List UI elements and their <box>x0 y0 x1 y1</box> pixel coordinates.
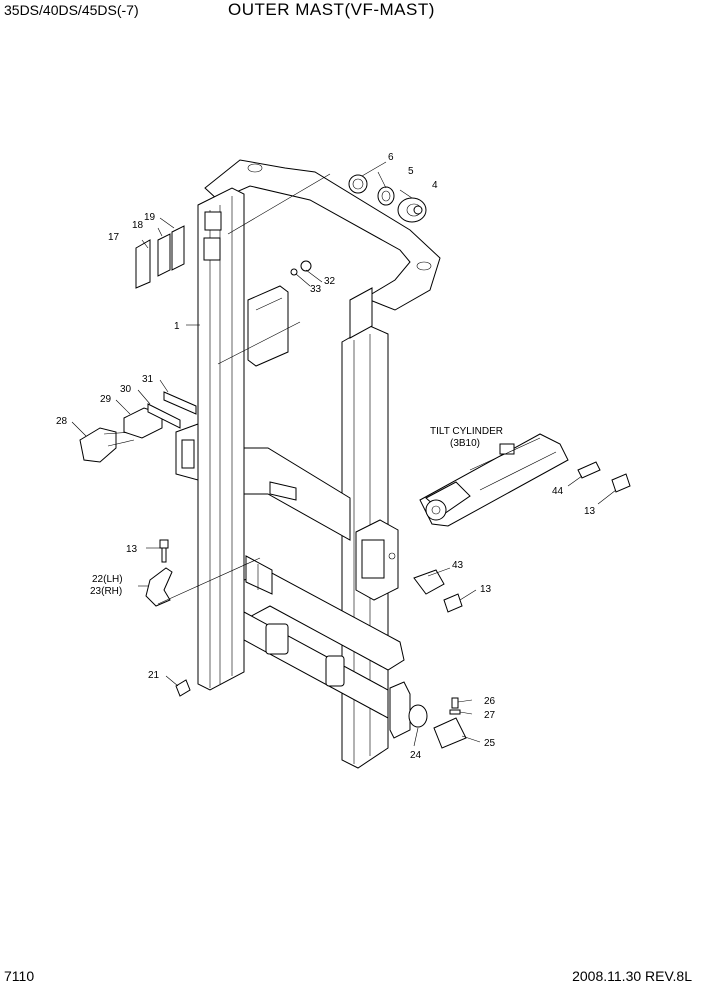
shim-30 <box>147 403 181 429</box>
tilt-cylinder <box>419 433 569 527</box>
tilt-cylinder-ref: (3B10) <box>450 438 480 449</box>
page-number: 7110 <box>4 968 35 984</box>
bearing-4 <box>397 197 427 223</box>
washer-27 <box>449 709 461 715</box>
callout-31: 31 <box>142 374 154 385</box>
pin-25 <box>433 717 467 749</box>
bolt-26 <box>451 697 459 709</box>
callout-13c: 13 <box>584 506 596 517</box>
callout-27: 27 <box>484 710 496 721</box>
block-29 <box>123 407 163 439</box>
callout-22: 22(LH) <box>92 574 123 585</box>
washer-5 <box>377 186 395 206</box>
callout-17: 17 <box>108 232 120 243</box>
callout-43: 43 <box>452 560 464 571</box>
clamp-28 <box>79 427 117 463</box>
page-title: OUTER MAST(VF-MAST) <box>228 0 435 19</box>
callout-5: 5 <box>408 166 414 177</box>
bolt-13-right <box>611 473 631 493</box>
callout-18: 18 <box>132 220 144 231</box>
grease-nipple-21 <box>175 679 191 697</box>
callout-21: 21 <box>148 670 160 681</box>
callout-13b: 13 <box>480 584 492 595</box>
callout-24: 24 <box>410 750 422 761</box>
bracket-17 <box>135 239 151 289</box>
bolt-13-left <box>159 539 169 563</box>
pin-43 <box>413 569 445 595</box>
bracket-22-23 <box>145 567 173 607</box>
nut-32 <box>300 260 312 272</box>
shim-31 <box>163 391 197 415</box>
callout-4: 4 <box>432 180 438 191</box>
callout-32: 32 <box>324 276 336 287</box>
callout-1: 1 <box>174 321 180 332</box>
callout-6: 6 <box>388 152 394 163</box>
plate-19 <box>171 225 185 271</box>
tilt-cylinder-label: TILT CYLINDER <box>430 426 503 437</box>
washer-33 <box>290 268 298 276</box>
callout-26: 26 <box>484 696 496 707</box>
revision-date: 2008.11.30 REV.8L <box>572 968 692 984</box>
callout-44: 44 <box>552 486 564 497</box>
pin-44 <box>577 461 601 479</box>
callout-25: 25 <box>484 738 496 749</box>
callout-13a: 13 <box>126 544 138 555</box>
callout-30: 30 <box>120 384 132 395</box>
bushing-24 <box>408 704 428 728</box>
callout-23: 23(RH) <box>90 586 122 597</box>
leader-lines <box>71 161 617 747</box>
bolt-13-mid <box>443 593 463 613</box>
plate-18 <box>157 233 171 277</box>
callout-19: 19 <box>144 212 156 223</box>
outer-mast <box>175 159 441 769</box>
washer-6 <box>348 174 368 194</box>
callout-28: 28 <box>56 416 68 427</box>
model-code: 35DS/40DS/45DS(-7) <box>4 2 139 18</box>
callout-33: 33 <box>310 284 322 295</box>
callout-29: 29 <box>100 394 112 405</box>
